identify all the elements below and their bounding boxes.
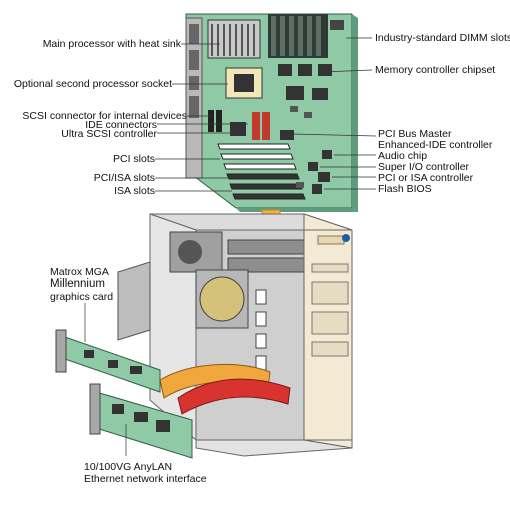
graphics-card	[55, 329, 161, 393]
label-super-io: Super I/O controller	[378, 161, 470, 173]
super-io-chip	[308, 162, 318, 171]
label-ethernet-1: 10/100VG AnyLAN	[84, 461, 173, 473]
label-pci-isa-slots: PCI/ISA slots	[93, 172, 155, 184]
label-flash-bios: Flash BIOS	[378, 183, 432, 195]
ribbon-cables	[159, 364, 291, 415]
ethernet-card	[89, 383, 193, 459]
label-main-processor: Main processor with heat sink	[42, 38, 181, 50]
rear-io-panel	[185, 17, 203, 179]
leader-lines	[84, 37, 377, 456]
audio-chip	[322, 150, 332, 159]
label-pci-or-isa: PCI or ISA controller	[378, 172, 474, 184]
label-matrox-1: Matrox MGA	[50, 266, 109, 278]
ide-scsi-connectors	[208, 110, 270, 140]
memory-controller-chips	[278, 64, 332, 100]
label-isa-slots: ISA slots	[114, 185, 155, 197]
label-matrox-2: Millennium	[50, 278, 105, 290]
label-ethernet-2: Ethernet network interface	[84, 473, 207, 485]
label-scsi-connector: SCSI connector for internal devices	[22, 110, 187, 122]
dimm-slots	[268, 14, 344, 58]
motherboard	[185, 13, 358, 212]
label-matrox-3: graphics card	[50, 291, 114, 303]
second-processor-socket	[225, 67, 263, 99]
label-ultra-scsi: Ultra SCSI controller	[61, 128, 157, 140]
label-enhanced-ide: Enhanced-IDE controller	[378, 139, 493, 151]
label-memory-controller: Memory controller chipset	[375, 64, 496, 76]
expansion-slots	[217, 143, 306, 200]
label-audio-chip: Audio chip	[378, 150, 428, 162]
label-pci-slots: PCI slots	[112, 153, 155, 165]
label-dimm-slots: Industry-standard DIMM slots	[375, 32, 510, 44]
computer-case	[117, 213, 353, 457]
label-second-processor: Optional second processor socket	[13, 78, 172, 90]
label-ide-connectors: IDE connectors	[85, 119, 157, 131]
ultra-scsi-chip	[230, 122, 246, 136]
heat-sink	[207, 19, 261, 59]
pci-bus-master-chip	[280, 130, 294, 140]
flash-bios-chip	[312, 184, 322, 194]
label-pci-bus-master: PCI Bus Master	[378, 128, 452, 140]
pci-isa-controller-chip	[318, 172, 330, 182]
